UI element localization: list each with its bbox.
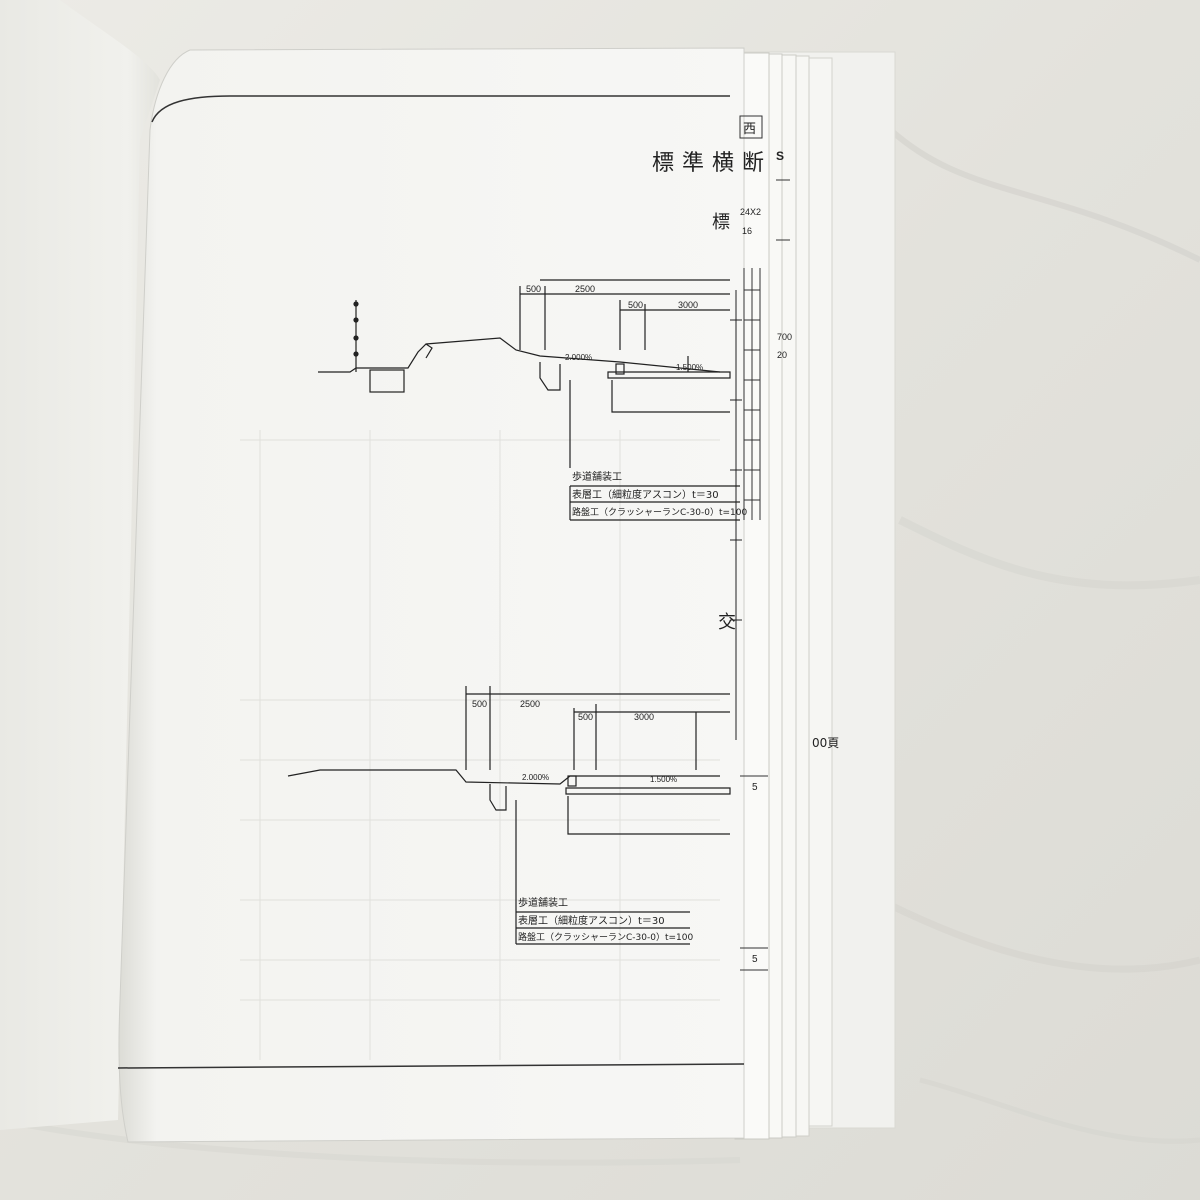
slope-right-bottom: 1.500% — [650, 775, 677, 784]
code-label-1: 24X2 — [740, 207, 761, 217]
left-page — [0, 0, 160, 1130]
top-dimension-labels: 500 2500 500 3000 2.000% 1.500% 歩道舗装工 表層… — [526, 284, 747, 518]
dim-2500-a: 2500 — [575, 284, 595, 294]
dim-500-b: 500 — [628, 300, 643, 310]
dim-3000-b: 3000 — [634, 712, 654, 722]
dim-500-a: 500 — [526, 284, 541, 294]
dim-500-c: 500 — [472, 699, 487, 709]
note-line1-bottom: 表層工（細粒度アスコン）t＝30 — [518, 914, 665, 927]
tab-label-2: S — [776, 149, 784, 163]
dim-500-d: 500 — [578, 712, 593, 722]
slope-left-bottom: 2.000% — [522, 773, 549, 782]
drawing-page — [118, 47, 745, 1143]
note-title-bottom: 歩道舗装工 — [518, 896, 568, 909]
slope-right-top: 1.500% — [676, 363, 703, 372]
top-cross-section — [318, 279, 740, 521]
note-line1-top: 表層工（細粒度アスコン）t＝30 — [572, 488, 719, 501]
dim-2500-b: 2500 — [520, 699, 540, 709]
small-number-a: 5 — [752, 782, 758, 793]
bottom-cross-section — [287, 686, 731, 945]
tab-label-1: 西 — [743, 122, 756, 137]
bottom-dimension-labels: 500 2500 500 3000 2.000% 1.500% 歩道舗装工 表層… — [472, 699, 693, 943]
drawing-title: 標準横断 — [652, 151, 772, 176]
small-number-b: 5 — [752, 954, 758, 965]
section-label-top: 標 — [712, 212, 730, 233]
page-reference: 00頁 — [812, 736, 839, 750]
note-line2-top: 路盤工（クラッシャーランC-30-0）t=100 — [572, 506, 747, 518]
dim-label-20: 20 — [777, 350, 787, 360]
stacked-page-fragments — [739, 115, 790, 971]
dim-label-700: 700 — [777, 332, 792, 342]
slope-left-top: 2.000% — [565, 353, 592, 362]
section-label-bottom: 交 — [718, 612, 736, 633]
note-title-top: 歩道舗装工 — [572, 470, 622, 483]
note-line2-bottom: 路盤工（クラッシャーランC-30-0）t=100 — [518, 931, 693, 943]
code-label-2: 16 — [742, 226, 752, 236]
dim-3000-a: 3000 — [678, 300, 698, 310]
